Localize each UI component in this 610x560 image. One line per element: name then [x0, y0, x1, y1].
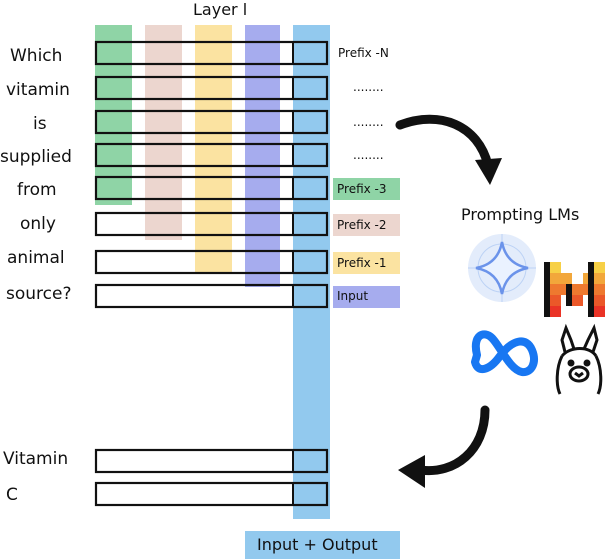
question-word: Which — [10, 46, 63, 66]
prefix-2-label-bg — [333, 214, 400, 236]
prefix-label: Input — [337, 289, 369, 303]
question-word: from — [17, 180, 57, 200]
prompting-label: Prompting LMs — [461, 205, 580, 224]
answer-word: C — [6, 485, 18, 505]
prefix-1-column — [195, 25, 232, 273]
token-row — [94, 211, 329, 237]
question-word: vitamin — [6, 80, 70, 100]
prefix-3-column — [95, 25, 132, 205]
token-row — [94, 283, 329, 309]
meta-logo-icon — [471, 330, 538, 376]
token-rows — [94, 40, 329, 507]
token-row — [94, 175, 329, 201]
input-column — [245, 25, 280, 287]
prefix-1-label-bg — [333, 252, 400, 274]
input-label-bg — [333, 286, 400, 308]
question-word: animal — [7, 248, 65, 268]
arrow-to-output — [415, 405, 490, 476]
llama-logo-icon — [555, 323, 603, 395]
prefix-label: ........ — [353, 115, 384, 129]
token-row — [94, 142, 329, 168]
prefix-label: ........ — [353, 80, 384, 94]
token-row — [94, 75, 329, 101]
question-word: is — [33, 114, 47, 134]
question-word: supplied — [0, 147, 72, 167]
question-word: source? — [6, 284, 72, 304]
token-row — [94, 481, 329, 507]
token-row — [94, 40, 329, 66]
layer-title: Layer l — [193, 0, 248, 19]
mistral-logo-icon — [544, 262, 605, 317]
prefix-label: Prefix -1 — [337, 256, 387, 270]
prefix-label: Prefix -3 — [337, 182, 387, 196]
question-word: only — [20, 214, 56, 234]
input-output-label: Input + Output — [257, 535, 378, 554]
arrow-to-models — [395, 114, 493, 170]
prefix-3-label-bg — [333, 178, 400, 200]
answer-word: Vitamin — [3, 449, 69, 469]
prefix-label: Prefix -2 — [337, 218, 387, 232]
token-row — [94, 249, 329, 275]
token-row — [94, 109, 329, 135]
prefix-label: Prefix -N — [338, 46, 389, 60]
input-output-label-bg — [245, 531, 400, 559]
prefix-label: ........ — [353, 148, 384, 162]
gemini-logo-icon — [468, 234, 536, 302]
token-row — [94, 448, 329, 474]
